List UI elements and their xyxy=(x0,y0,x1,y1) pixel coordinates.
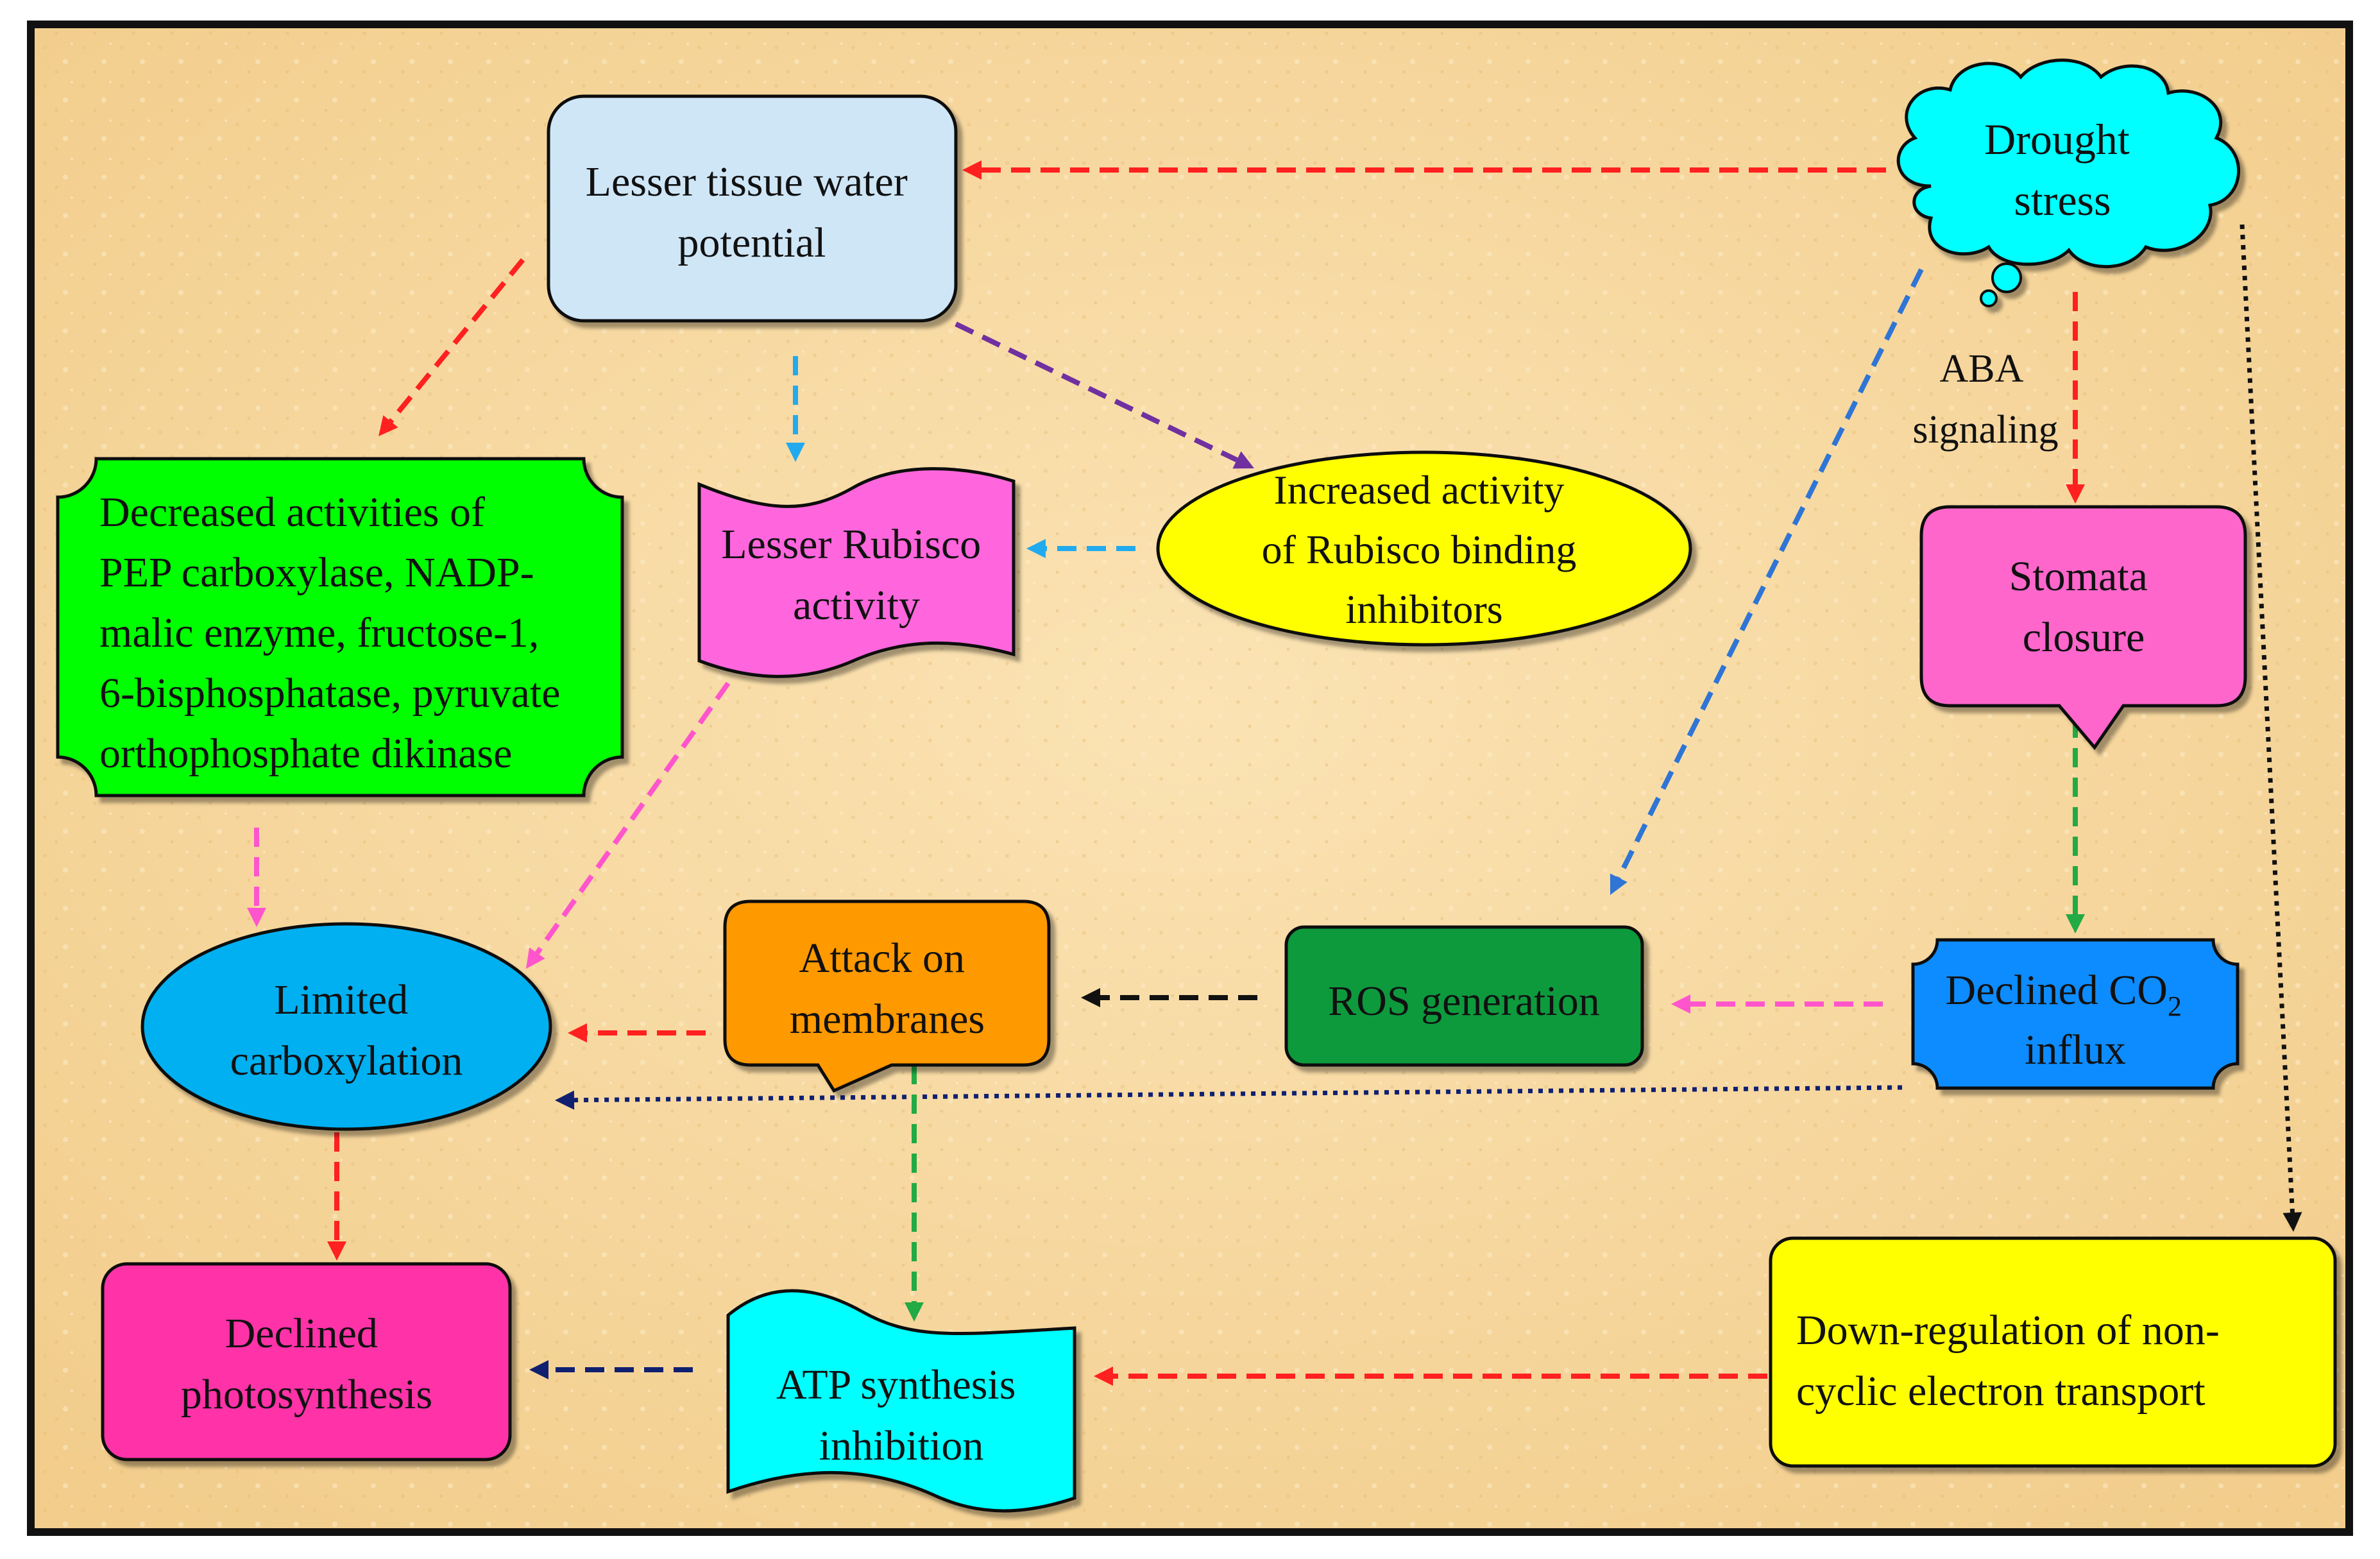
carboxylation-text: Limited carboxylation xyxy=(230,976,463,1084)
arrow-drought-to-electron-line xyxy=(2240,224,2295,1213)
arrow-membranes-to-carboxylation xyxy=(568,1023,706,1043)
arrow-stomata-to-co2-head xyxy=(2066,914,2085,933)
water-potential-text: Lesser tissue water potential xyxy=(586,158,919,266)
arrow-carboxylation-to-photosynthesis xyxy=(327,1132,346,1261)
arrow-drought-to-electron xyxy=(2240,224,2302,1232)
arrow-water-to-inhibitors-line xyxy=(955,321,1238,463)
arrow-drought-to-stomata-head xyxy=(2066,484,2085,504)
drought-stress-text: Drought stress xyxy=(1984,115,2141,225)
co2-subscript: 2 xyxy=(2168,991,2182,1022)
carboxylation-ellipse xyxy=(140,922,552,1131)
arrow-drought-to-water xyxy=(962,160,1886,180)
arrow-co2-to-carboxylation xyxy=(555,1085,1903,1110)
atp-text: ATP synthesis inhibition xyxy=(776,1361,1026,1469)
rubisco-wave-shape xyxy=(697,467,1016,678)
arrow-stomata-to-co2 xyxy=(2066,719,2085,933)
arrow-co2-to-carboxylation-head xyxy=(555,1090,575,1110)
arrow-rubisco-to-carboxylation-line xyxy=(535,681,731,955)
arrow-enzymes-to-carboxylation xyxy=(247,828,266,927)
arrow-ros-to-membranes xyxy=(1081,988,1257,1007)
arrow-co2-to-ros-head xyxy=(1671,994,1690,1014)
arrow-membranes-to-atp xyxy=(905,1065,924,1322)
arrow-drought-to-ros-head xyxy=(1610,873,1628,895)
arrow-water-to-enzymes-line xyxy=(388,258,525,423)
enzymes-text: Decreased activities of PEP carboxylase,… xyxy=(99,489,571,777)
arrow-drought-to-ros xyxy=(1610,268,1924,895)
water-potential-box xyxy=(547,94,958,323)
electron-transport-box xyxy=(1769,1236,2337,1468)
drought-cloud-bubble-small xyxy=(1980,289,1998,307)
arrow-water-to-enzymes-head xyxy=(378,415,398,436)
stomata-callout-shape xyxy=(1919,505,2247,751)
photosynthesis-box xyxy=(101,1262,512,1461)
rubisco-text: Lesser Rubisco activity xyxy=(721,521,992,629)
co2-plaque xyxy=(1911,938,2240,1090)
arrow-water-to-inhibitors xyxy=(955,321,1254,469)
membranes-text: Attack on membranes xyxy=(790,935,985,1043)
arrow-co2-to-ros xyxy=(1671,994,1883,1014)
ros-box xyxy=(1284,925,1644,1067)
arrow-drought-to-ros-line xyxy=(1616,268,1924,879)
enzymes-plaque xyxy=(56,457,624,797)
stomata-text: Stomata closure xyxy=(2009,553,2159,661)
inhibitors-ellipse xyxy=(1156,450,1692,647)
membranes-callout-shape xyxy=(723,899,1051,1093)
arrow-water-to-rubisco-head xyxy=(786,443,805,462)
arrow-atp-to-photosynthesis xyxy=(529,1360,693,1379)
arrow-inhibitors-to-rubisco xyxy=(1026,539,1135,558)
drought-stress-node xyxy=(1896,58,2240,307)
arrow-electron-to-atp-head xyxy=(1094,1367,1113,1386)
ros-text: ROS generation xyxy=(1328,978,1599,1025)
arrow-enzymes-to-carboxylation-head xyxy=(247,908,266,927)
arrow-carboxylation-to-photosynthesis-head xyxy=(327,1241,346,1261)
atp-wave-shape xyxy=(726,1289,1076,1513)
arrow-membranes-to-atp-head xyxy=(905,1302,924,1322)
arrow-water-to-enzymes xyxy=(378,258,525,436)
electron-transport-text: Down-regulation of non- cyclic electron … xyxy=(1796,1307,2230,1415)
arrow-ros-to-membranes-head xyxy=(1081,988,1100,1007)
arrows-layer xyxy=(247,160,2302,1386)
photosynthesis-text: Declined photosynthesis xyxy=(181,1310,432,1418)
arrow-drought-to-water-head xyxy=(962,160,982,180)
arrow-electron-to-atp xyxy=(1094,1367,1767,1386)
inhibitors-text: Increased activity of Rubisco binding in… xyxy=(1262,467,1587,632)
arrow-drought-to-stomata xyxy=(2066,292,2085,504)
drought-cloud-shape xyxy=(1896,58,2240,269)
arrow-membranes-to-carboxylation-head xyxy=(568,1023,587,1043)
aba-signaling-label: ABA signaling xyxy=(1912,347,2058,452)
arrow-rubisco-to-carboxylation-head xyxy=(526,947,545,969)
drought-cloud-bubble-large xyxy=(1991,262,2022,293)
arrow-inhibitors-to-rubisco-head xyxy=(1026,539,1046,558)
co2-text-main: Declined CO xyxy=(1946,967,2168,1014)
arrow-rubisco-to-carboxylation xyxy=(526,681,731,969)
arrow-water-to-rubisco xyxy=(786,356,805,462)
arrow-drought-to-electron-head xyxy=(2282,1212,2302,1232)
frame xyxy=(27,21,2353,1536)
arrow-water-to-inhibitors-head xyxy=(1232,451,1254,469)
co2-text: Declined CO2 influx xyxy=(1946,967,2193,1073)
arrow-atp-to-photosynthesis-head xyxy=(529,1360,548,1379)
